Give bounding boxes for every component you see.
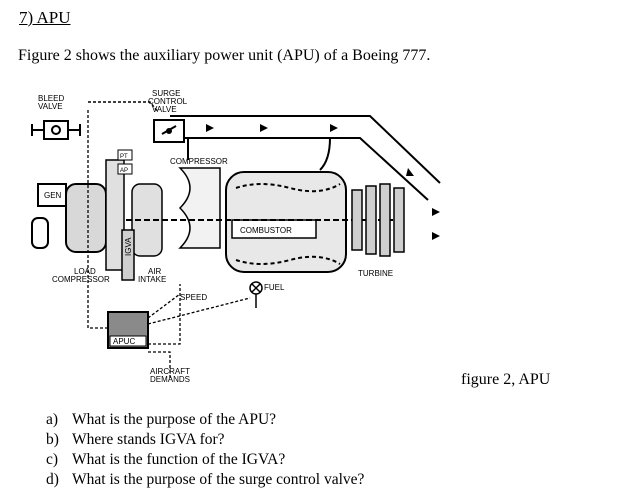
turbine: [351, 183, 405, 257]
load-label-1: LOAD: [74, 267, 96, 276]
surge-label-1: SURGE: [152, 89, 180, 98]
bleed-valve-label-2: VALVE: [38, 102, 63, 111]
bleed-valve: [31, 120, 81, 140]
bleed-control-line: [88, 101, 159, 113]
load-label-2: COMPRESSOR: [52, 275, 110, 284]
question-text: What is the function of the IGVA?: [72, 451, 286, 468]
speed-label: SPEED: [180, 293, 207, 302]
combustor: [225, 171, 347, 273]
intro-text: Figure 2 shows the auxiliary power unit …: [18, 47, 431, 64]
apu-diagram: IGVA PT AP APUC BLEED: [31, 89, 441, 384]
figure-caption: figure 2, APU: [461, 371, 551, 388]
aircraft-demands-label-2: DEMANDS: [150, 375, 190, 384]
question-text: What is the purpose of the surge control…: [72, 471, 365, 488]
compressor-section: [105, 159, 221, 271]
air-intake-label-2: INTAKE: [138, 275, 166, 284]
section-heading: 7) APU: [19, 8, 71, 27]
question-letter: d): [46, 471, 59, 488]
surge-label-2: CONTROL: [148, 97, 188, 106]
question-letter: b): [46, 431, 59, 448]
question-item: b) Where stands IGVA for?: [46, 430, 364, 450]
compressor-label: COMPRESSOR: [170, 157, 228, 166]
gen-label: GEN: [44, 191, 62, 200]
surge-control-valve: [153, 119, 185, 143]
pt-label: PT: [120, 154, 128, 160]
question-item: d) What is the purpose of the surge contr…: [46, 470, 364, 490]
igva-actuator: IGVA: [121, 229, 135, 281]
ap-label: AP: [120, 168, 128, 174]
bleed-duct: [170, 115, 441, 201]
question-text: What is the purpose of the APU?: [72, 411, 277, 428]
combustor-label: COMBUSTOR: [240, 226, 292, 235]
turbine-label: TURBINE: [358, 269, 393, 278]
question-item: a) What is the purpose of the APU?: [46, 410, 364, 430]
aircraft-demands-label-1: AIRCRAFT: [150, 367, 190, 376]
question-text: Where stands IGVA for?: [72, 431, 225, 448]
fuel-valve: [249, 281, 263, 308]
fuel-label: FUEL: [264, 283, 285, 292]
question-list: a) What is the purpose of the APU? b) Wher…: [46, 410, 364, 490]
question-item: c) What is the function of the IGVA?: [46, 450, 364, 470]
flow-arrows: [206, 124, 440, 240]
pt-ap-sensors: PT AP: [117, 149, 133, 175]
igva-label: IGVA: [124, 237, 133, 256]
question-letter: a): [46, 411, 59, 428]
apuc-label: APUC: [113, 337, 135, 346]
question-letter: c): [46, 451, 59, 468]
surge-label-3: VALVE: [152, 105, 177, 114]
air-intake-label-1: AIR: [148, 267, 162, 276]
bleed-valve-label-1: BLEED: [38, 94, 64, 103]
control-lines: [87, 110, 251, 380]
apuc-controller: APUC: [107, 311, 149, 349]
